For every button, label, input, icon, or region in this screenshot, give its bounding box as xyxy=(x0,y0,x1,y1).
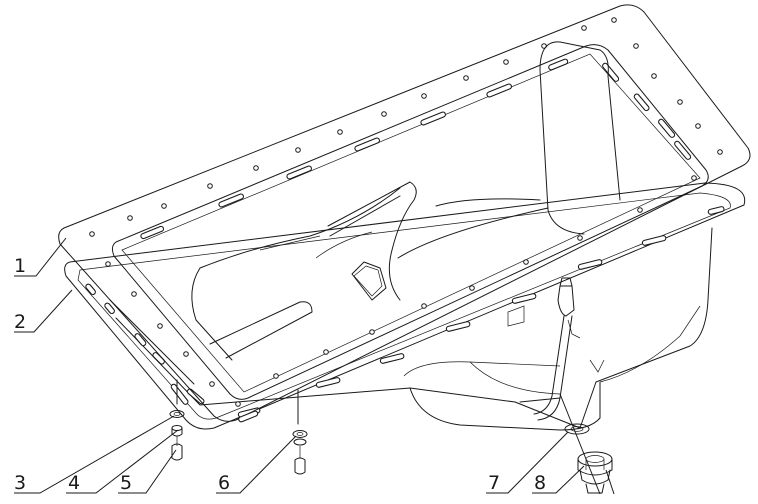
bolt-stack-right xyxy=(292,389,308,475)
gasket-holes xyxy=(89,17,723,407)
pan-interior xyxy=(191,41,621,361)
callout-4: 4 xyxy=(68,472,80,494)
callout-6: 6 xyxy=(218,472,230,494)
callouts: 1 2 3 4 5 6 7 8 xyxy=(14,255,546,494)
callout-7: 7 xyxy=(488,472,500,494)
callout-2: 2 xyxy=(14,311,26,333)
inner-flange-slots xyxy=(140,58,692,423)
callout-5: 5 xyxy=(120,472,132,494)
callout-3: 3 xyxy=(14,472,26,494)
callout-1: 1 xyxy=(14,255,26,277)
bolt-stack-left xyxy=(169,379,185,461)
dipstick-tube xyxy=(533,277,581,421)
pan-flange-slots xyxy=(85,206,725,418)
sealing-washer xyxy=(564,423,590,435)
callout-8: 8 xyxy=(534,472,546,494)
leader-lines xyxy=(14,237,615,495)
oil-pan xyxy=(64,182,746,431)
gasket xyxy=(58,4,751,422)
drain-plug xyxy=(577,451,613,494)
